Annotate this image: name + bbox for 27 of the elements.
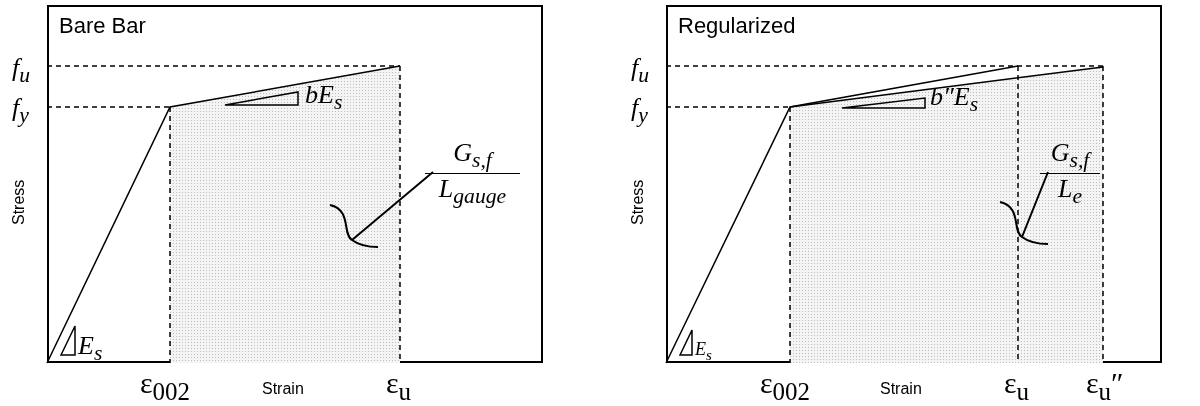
chart-panel: [666, 5, 1162, 363]
axis-title: Strain: [880, 380, 922, 398]
slope-label: E$_{s}$: [695, 340, 712, 363]
axis-value-label: ε$_{002}$: [760, 368, 811, 404]
axis-value-label: ε$_{002}$: [140, 368, 191, 404]
axis-value-label: f$_{y}$: [631, 95, 648, 127]
slope-label: b″E$_{s}$: [930, 84, 979, 116]
fraction-denominator: L$_{e}$: [1056, 174, 1084, 210]
axis-value-label: f$_{y}$: [12, 95, 29, 127]
chart-panel: [47, 5, 543, 363]
axis-value-label: ε$_{u}$″: [1086, 368, 1124, 404]
fraction-denominator: L$_{gauge}$: [437, 174, 508, 210]
slope-label: bE$_{s}$: [305, 82, 343, 114]
axis-title: Stress: [629, 179, 647, 225]
axis-title: Strain: [262, 380, 304, 398]
fraction-numerator: G$_{s,f}$: [425, 138, 520, 175]
leader-line: [999, 171, 1049, 245]
panel-title: Regularized: [678, 13, 796, 39]
axis-value-label: ε$_{u}$: [386, 368, 412, 404]
panel-title: Bare Bar: [59, 13, 146, 39]
axis-value-label: f$_{u}$: [12, 55, 31, 87]
axis-value-label: f$_{u}$: [631, 55, 650, 87]
slope-label: E$_{s}$: [78, 333, 103, 365]
fraction-numerator: G$_{s,f}$: [1040, 138, 1100, 175]
axis-value-label: ε$_{u}$: [1004, 368, 1030, 404]
leader-line: [329, 171, 434, 248]
axis-title: Stress: [10, 179, 28, 225]
